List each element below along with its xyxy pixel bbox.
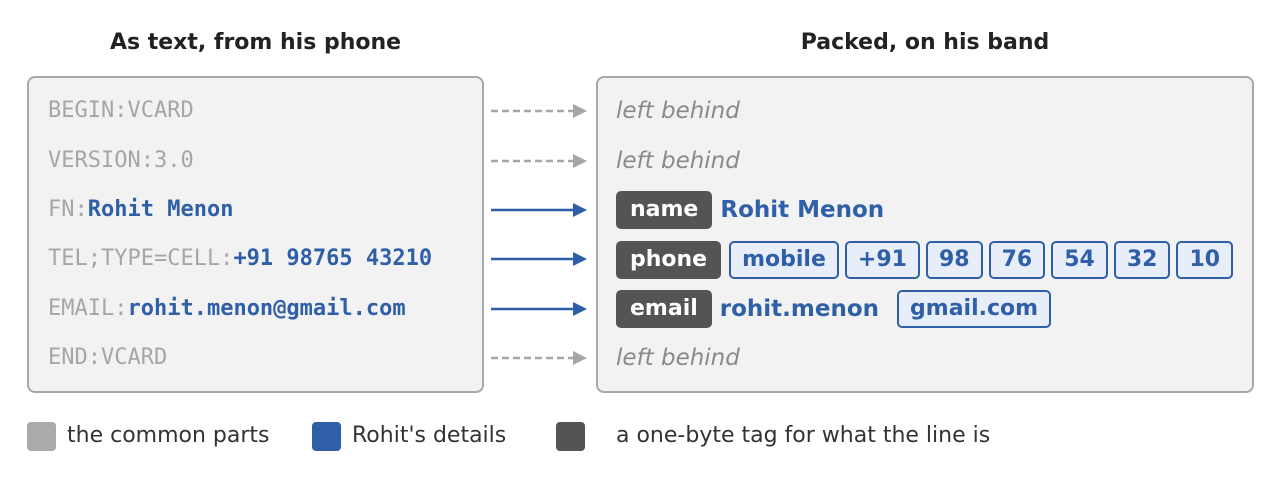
legend-label-tag: a one-byte tag for what the line is [616, 423, 991, 448]
vcard-line-tel: TEL;TYPE=CELL:+91 98765 43210 [48, 244, 432, 274]
legend-label-details: Rohit's details [352, 423, 507, 448]
vcard-line-version: VERSION:3.0 [48, 146, 194, 176]
right-heading: Packed, on his band [800, 30, 1050, 55]
packed-row-phone: phone mobile +91 98 76 54 32 10 [616, 241, 1239, 279]
phone-chip-type: mobile [729, 241, 839, 279]
packed-row-end: left behind [616, 339, 740, 377]
left-behind-label: left behind [616, 148, 740, 174]
phone-chip: +91 [844, 241, 920, 279]
dashed-arrow-icon [491, 351, 587, 365]
email-tag: email [616, 290, 712, 328]
legend-swatch-common [27, 422, 56, 451]
phone-chip: 54 [1051, 241, 1108, 279]
legend-swatch-details [312, 422, 341, 451]
dashed-arrow-icon [491, 154, 587, 168]
packed-band-panel [596, 76, 1254, 393]
solid-arrow-icon [491, 302, 587, 316]
phone-chip: 10 [1176, 241, 1234, 279]
vcard-value: Rohit Menon [87, 197, 234, 222]
vcard-value: +91 98765 43210 [233, 246, 433, 271]
vcard-key: EMAIL: [48, 296, 128, 321]
phone-chip: 98 [925, 241, 983, 279]
packed-row-begin: left behind [616, 92, 740, 130]
vcard-key: FN: [48, 197, 88, 222]
packed-row-email: email rohit.menon gmail.com [616, 290, 1057, 328]
phone-chip: 32 [1113, 241, 1171, 279]
vcard-key: VERSION:3.0 [48, 148, 194, 173]
left-heading: As text, from his phone [109, 30, 402, 55]
vcard-key: BEGIN:VCARD [48, 98, 194, 123]
left-behind-label: left behind [616, 345, 740, 371]
vcard-line-email: EMAIL:rohit.menon@gmail.com [48, 294, 406, 324]
phone-tag: phone [616, 241, 722, 279]
name-tag: name [616, 191, 713, 229]
solid-arrow-icon [491, 252, 587, 266]
vcard-key: END:VCARD [48, 345, 168, 370]
packed-row-name: name Rohit Menon [616, 191, 902, 229]
name-value: Rohit Menon [720, 197, 885, 223]
vcard-line-fn: FN:Rohit Menon [48, 195, 233, 225]
phone-chip: 76 [988, 241, 1046, 279]
vcard-line-begin: BEGIN:VCARD [48, 96, 194, 126]
vcard-text-panel [27, 76, 484, 393]
packed-row-version: left behind [616, 142, 740, 180]
vcard-key: TEL;TYPE=CELL: [48, 246, 234, 271]
solid-arrow-icon [491, 203, 587, 217]
email-domain-chip: gmail.com [897, 290, 1052, 328]
dashed-arrow-icon [491, 104, 587, 118]
legend-swatch-tag [556, 422, 585, 451]
vcard-line-end: END:VCARD [48, 343, 167, 373]
email-user: rohit.menon [719, 296, 880, 322]
legend-label-common: the common parts [67, 423, 270, 448]
left-behind-label: left behind [616, 98, 740, 124]
vcard-value: rohit.menon@gmail.com [127, 296, 406, 321]
